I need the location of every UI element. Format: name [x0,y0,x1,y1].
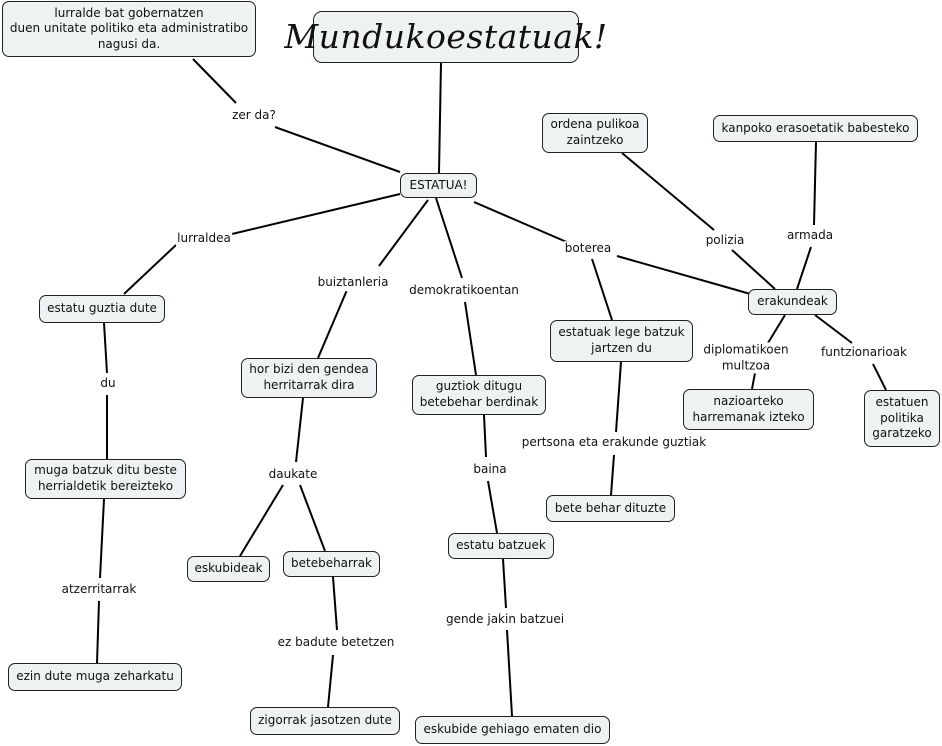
connector-line [332,576,338,631]
connector-line [591,258,613,321]
connector-line [751,372,756,390]
link-label-daukate: daukate [267,467,319,483]
node-hor-bizi[interactable]: hor bizi den gendea herritarrak dira [241,358,377,398]
node-lege-batzuk[interactable]: estatuak lege batzuk jartzen du [550,320,693,362]
node-eskubideak[interactable]: eskubideak [187,556,270,582]
connector-line [473,201,570,244]
link-label-boterea: boterea [563,241,613,257]
link-label-demokratikoentan: demokratikoentan [408,283,520,299]
connector-line [616,255,755,296]
connector-line [813,141,817,226]
node-estatu-batzuek[interactable]: estatu batzuek [448,533,554,559]
connector-line [378,199,429,267]
link-label-lurraldea: lurraldea [176,231,232,247]
link-label-du: du [99,376,117,392]
connector-line [103,322,108,374]
link-label-armada: armada [785,228,835,244]
connector-line [464,301,477,376]
link-label-buiztanleria: buiztanleria [316,275,390,291]
connector-line [487,480,498,534]
node-muga-batzuk[interactable]: muga batzuk ditu beste herrialdetik bere… [25,459,186,499]
node-erakundeak[interactable]: erakundeak [748,289,837,315]
connector-line [274,126,401,173]
connector-line [239,484,284,557]
link-label-zer-da: zer da? [231,108,277,124]
connector-line [731,249,776,290]
connector-line [814,314,853,344]
connector-line [483,414,487,458]
connector-line [295,397,304,463]
link-label-atzerritarrak: atzerritarrak [60,582,138,598]
node-betebeharrak[interactable]: betebeharrak [283,551,380,577]
connector-line [99,498,105,579]
node-nazioarteko[interactable]: nazioarteko harremanak izteko [683,389,814,430]
connector-line [317,289,348,359]
connector-line [299,484,326,552]
link-label-diplomatikoen: diplomatikoen multzoa [702,342,790,374]
connector-line [872,363,887,391]
connector-line [96,600,100,664]
map-title[interactable]: Mundukoestatuak! [284,11,607,63]
node-ordena[interactable]: ordena pulikoa zaintzeko [542,113,648,153]
node-estatu-guztia-dute[interactable]: estatu guztia dute [39,295,165,323]
link-label-funtzionarioak: funtzionarioak [820,345,908,361]
connector-line [621,152,715,231]
connector-line [123,244,177,295]
node-estatuen-politika[interactable]: estatuen politika garatzeko [864,390,940,447]
connector-line [615,361,622,433]
connector-line [231,193,401,235]
node-definition[interactable]: lurralde bat gobernatzen duen unitate po… [2,1,256,57]
link-label-gende-jakin: gende jakin batzuei [444,612,566,628]
connector-line [438,62,442,174]
connector-line [796,246,812,290]
node-kanpoko[interactable]: kanpoko erasoetatik babesteko [713,115,918,142]
node-zigorrak[interactable]: zigorrak jasotzen dute [250,707,400,735]
connector-line [767,314,786,344]
node-guztiok[interactable]: guztiok ditugu betebehar berdinak [412,375,546,415]
node-eskubide-gehiago[interactable]: eskubide gehiago ematen dio [415,716,610,744]
link-label-polizia: polizia [704,233,746,249]
connector-line [435,197,463,279]
connector-line [192,58,237,104]
connector-line [506,629,513,717]
node-ezin-dute[interactable]: ezin dute muga zeharkatu [8,663,182,691]
node-estatua[interactable]: ESTATUA! [400,173,477,198]
link-label-ez-badute: ez badute betetzen [276,635,396,651]
link-label-baina: baina [472,462,508,478]
connector-line [610,454,615,496]
node-bete-behar[interactable]: bete behar dituzte [546,495,675,522]
link-label-pertsona: pertsona eta erakunde guztiak [520,435,708,451]
connector-line [327,654,334,708]
connector-line [502,558,507,609]
